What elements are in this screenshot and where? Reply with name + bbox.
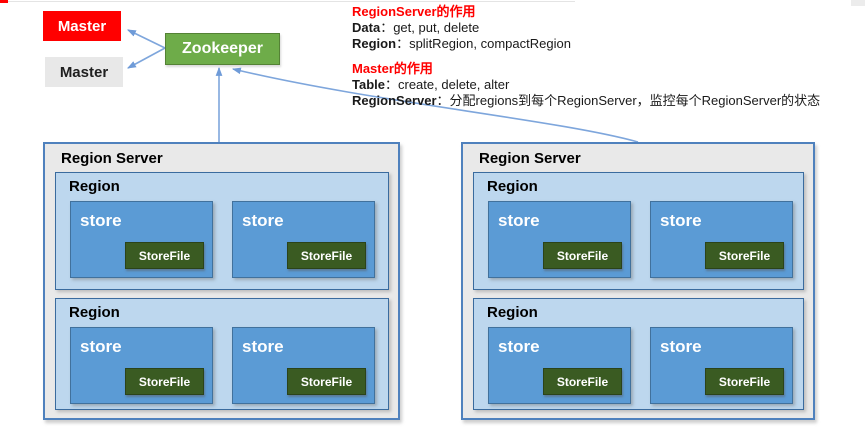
region-label: Region [487,178,538,195]
storefile-box: StoreFile [287,242,366,269]
note-regionserver-role: RegionServer的作用 Data：get, put, delete Re… [352,4,820,52]
zookeeper-label: Zookeeper [182,40,263,57]
store-label: store [660,337,702,356]
note-master-role: Master的作用 Table：create, delete, alter Re… [352,61,820,109]
store-box: store StoreFile [488,327,631,404]
master-label: Master [59,63,109,81]
storefile-box: StoreFile [705,242,784,269]
store-box: store StoreFile [70,327,213,404]
storefile-box: StoreFile [125,368,204,395]
region-label: Region [69,304,120,321]
store-label: store [80,337,122,356]
note-title: Master的作用 [352,61,433,76]
master-label: Master [57,17,107,35]
region-server-label: Region Server [479,150,581,167]
zookeeper-node: Zookeeper [165,33,280,65]
storefile-box: StoreFile [705,368,784,395]
region-box: Region store StoreFile store StoreFile [473,298,804,410]
storefile-box: StoreFile [287,368,366,395]
region-box: Region store StoreFile store StoreFile [55,172,389,290]
note-title: RegionServer的作用 [352,4,476,19]
store-box: store StoreFile [70,201,213,278]
corner-red-mark [0,0,8,3]
store-label: store [80,211,122,230]
store-label: store [660,211,702,230]
note-line: RegionServer：分配regions到每个RegionServer，监控… [352,93,821,108]
store-box: store StoreFile [232,327,375,404]
store-box: store StoreFile [650,201,793,278]
region-box: Region store StoreFile store StoreFile [55,298,389,410]
top-right-patch [851,0,865,6]
master-node-backup: Master [45,57,123,87]
storefile-box: StoreFile [125,242,204,269]
top-edge-line [0,1,575,2]
store-box: store StoreFile [488,201,631,278]
region-server-right: Region Server Region store StoreFile sto… [461,142,815,420]
storefile-box: StoreFile [543,242,622,269]
arrow-zookeeper-to-backup-master [127,47,166,69]
storefile-box: StoreFile [543,368,622,395]
note-line: Data：get, put, delete [352,20,480,35]
note-line: Table：create, delete, alter [352,77,510,92]
region-label: Region [487,304,538,321]
master-node-active: Master [43,11,121,41]
store-box: store StoreFile [232,201,375,278]
store-label: store [242,337,284,356]
store-label: store [498,211,540,230]
region-label: Region [69,178,120,195]
store-box: store StoreFile [650,327,793,404]
region-server-label: Region Server [61,150,163,167]
store-label: store [242,211,284,230]
store-label: store [498,337,540,356]
note-line: Region：splitRegion, compactRegion [352,36,571,51]
region-server-left: Region Server Region store StoreFile sto… [43,142,400,420]
annotation-notes: RegionServer的作用 Data：get, put, delete Re… [352,4,820,109]
arrow-zookeeper-to-active-master [126,29,166,49]
region-box: Region store StoreFile store StoreFile [473,172,804,290]
